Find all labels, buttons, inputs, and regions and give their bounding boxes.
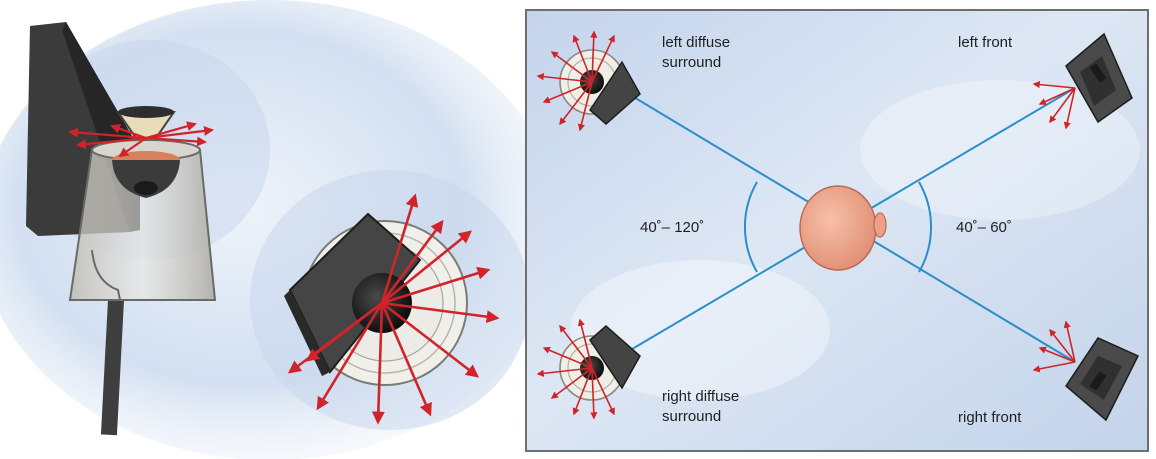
left-illustration-group bbox=[0, 0, 560, 459]
label-line: right diffuse bbox=[662, 388, 740, 405]
right-front-speaker bbox=[1032, 320, 1140, 422]
label-line: left diffuse bbox=[662, 34, 731, 51]
label-left-front: left front bbox=[958, 34, 1013, 51]
label-angle-rear: 40˚– 120˚ bbox=[640, 219, 705, 236]
side-view-dispersion-arrows bbox=[68, 121, 214, 158]
listener-head bbox=[799, 185, 887, 271]
right-diffuse-surround-speaker bbox=[536, 318, 641, 420]
label-angle-front: 40˚– 60˚ bbox=[956, 219, 1012, 236]
left-front-speaker bbox=[1032, 32, 1133, 130]
label-left-diffuse-surround: left diffuse surround bbox=[662, 33, 730, 73]
room-layout-diagram bbox=[525, 9, 1149, 452]
label-right-diffuse-surround: right diffuse surround bbox=[662, 387, 739, 427]
label-line: surround bbox=[662, 408, 722, 425]
label-right-front: right front bbox=[958, 409, 1022, 426]
angle-arcs bbox=[743, 181, 933, 273]
top-view-dispersion-arrows bbox=[287, 193, 500, 425]
label-line: surround bbox=[662, 54, 722, 71]
left-diffuse-surround-speaker bbox=[536, 30, 641, 132]
wall-diffuse-speaker-side-view bbox=[26, 22, 217, 436]
